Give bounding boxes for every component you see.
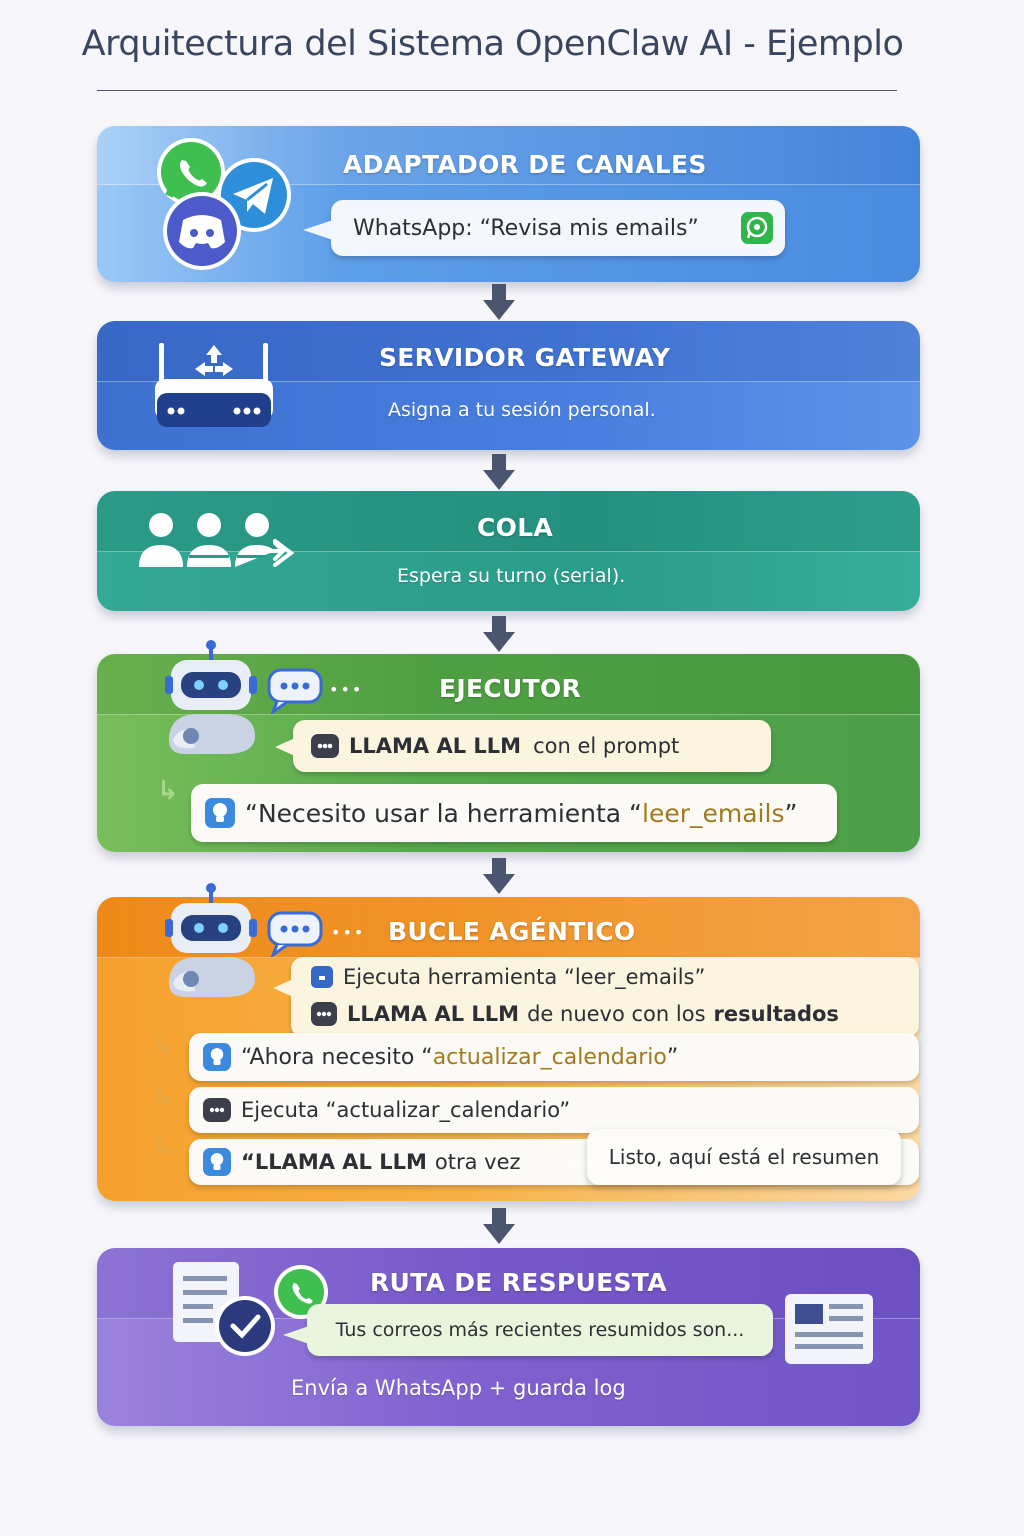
- router-icon: [155, 343, 273, 427]
- response-message-text: Tus correos más recientes resumidos son.…: [335, 1319, 745, 1341]
- loop-step-execute-text: Ejecuta herramienta “leer_emails”: [343, 965, 706, 989]
- typing-dots: •••: [331, 923, 366, 942]
- newspaper-log-icon: [785, 1294, 873, 1364]
- chat-icon: [311, 734, 339, 758]
- agentic-loop-card: BUCLE AGÉNTICO ••• Ejecuta herramienta “…: [97, 883, 920, 1201]
- gateway-server-card: SERVIDOR GATEWAY Asigna a tu sesión pers…: [97, 321, 920, 450]
- flow-arrow: [483, 454, 515, 490]
- loop-step-run-bubble: Ejecuta “actualizar_calendario”: [189, 1087, 919, 1133]
- llm-call-label: LLAMA AL LLM: [349, 734, 522, 758]
- return-arrow-icon: ↳: [157, 776, 179, 806]
- gateway-server-subtitle: Asigna a tu sesión personal.: [388, 399, 656, 421]
- response-footer: Envía a WhatsApp + guarda log: [291, 1376, 626, 1400]
- agentic-loop-title: BUCLE AGÉNTICO: [388, 917, 636, 946]
- tool-request-tool: leer_emails: [642, 798, 785, 828]
- llm-call-bubble: LLAMA AL LLM con el prompt: [293, 720, 771, 772]
- chat-bubble-icon: [267, 911, 323, 957]
- executor-card: EJECUTOR ••• LLAMA AL LLM con el prompt …: [97, 640, 920, 852]
- executor-title: EJECUTOR: [439, 674, 582, 703]
- response-message-bubble: Tus correos más recientes resumidos son.…: [307, 1304, 773, 1356]
- tool-icon: [311, 966, 333, 988]
- flow-arrow: [483, 1208, 515, 1244]
- lightbulb-icon: [203, 1043, 231, 1071]
- done-summary-bubble: Listo, aquí está el resumen: [587, 1129, 901, 1185]
- chat-bubble-icon: [267, 668, 323, 714]
- return-arrow-icon: ↳: [153, 1083, 175, 1113]
- loop-step-need-prefix: “Ahora necesito “: [241, 1044, 433, 1070]
- return-arrow-icon: ↳: [153, 1133, 175, 1163]
- tool-request-bubble: “Necesito usar la herramienta “leer_emai…: [191, 784, 837, 842]
- loop-step-again-text: otra vez: [434, 1150, 521, 1174]
- response-route-card: RUTA DE RESPUESTA Tus correos más recien…: [97, 1248, 920, 1426]
- tool-request-prefix: “Necesito usar la herramienta “: [245, 798, 643, 828]
- loop-steps-bubble: Ejecuta herramienta “leer_emails” LLAMA …: [291, 957, 919, 1037]
- loop-step-need-suffix: ”: [666, 1044, 679, 1070]
- flow-arrow: [483, 616, 515, 652]
- loop-step-again-quote: “: [241, 1150, 255, 1174]
- channel-adapter-title: ADAPTADOR DE CANALES: [343, 150, 707, 179]
- document-check-icon: [173, 1262, 275, 1356]
- loop-step-run-text: Ejecuta “actualizar_calendario”: [241, 1098, 571, 1122]
- response-route-title: RUTA DE RESPUESTA: [370, 1268, 667, 1297]
- tool-request-suffix: ”: [784, 798, 798, 828]
- loop-step-llm-text: de nuevo con los: [527, 1002, 706, 1026]
- typing-dots: •••: [329, 680, 364, 699]
- loop-step-llm: LLAMA AL LLM de nuevo con los resultados: [311, 997, 919, 1031]
- loop-step-again-label: LLAMA AL LLM: [254, 1150, 427, 1174]
- whatsapp-icon: [157, 138, 225, 206]
- gateway-server-title: SERVIDOR GATEWAY: [379, 343, 671, 372]
- loop-step-need-bubble: “Ahora necesito “actualizar_calendario”: [189, 1033, 919, 1081]
- whatsapp-message-bubble: WhatsApp: “Revisa mis emails”: [331, 200, 785, 256]
- flow-arrow: [483, 858, 515, 894]
- whatsapp-icon: [741, 212, 773, 244]
- lightbulb-icon: [203, 1148, 231, 1176]
- chat-icon: [311, 1002, 337, 1026]
- title-divider: [97, 90, 897, 91]
- page-title: Arquitectura del Sistema OpenClaw AI - E…: [81, 24, 904, 64]
- queue-card: COLA Espera su turno (serial).: [97, 491, 920, 611]
- discord-icon: [163, 192, 241, 270]
- return-arrow-icon: ↳: [153, 1031, 175, 1061]
- robot-icon: [165, 640, 257, 754]
- loop-step-llm-results: resultados: [713, 1002, 839, 1026]
- queue-title: COLA: [477, 513, 554, 542]
- robot-icon: [165, 883, 257, 997]
- loop-step-need-tool: actualizar_calendario: [432, 1044, 667, 1070]
- lightbulb-icon: [205, 798, 235, 828]
- chat-icon: [203, 1098, 231, 1122]
- channel-adapter-card: ADAPTADOR DE CANALES WhatsApp: “Revisa m…: [97, 126, 920, 282]
- whatsapp-message-text: WhatsApp: “Revisa mis emails”: [353, 215, 699, 241]
- loop-step-execute: Ejecuta herramienta “leer_emails”: [311, 957, 919, 997]
- loop-step-llm-label: LLAMA AL LLM: [347, 1002, 520, 1026]
- done-summary-text: Listo, aquí está el resumen: [608, 1145, 880, 1169]
- flow-arrow: [483, 284, 515, 320]
- queue-subtitle: Espera su turno (serial).: [397, 565, 626, 587]
- people-queue-icon: [139, 513, 295, 567]
- llm-call-text: con el prompt: [533, 734, 680, 758]
